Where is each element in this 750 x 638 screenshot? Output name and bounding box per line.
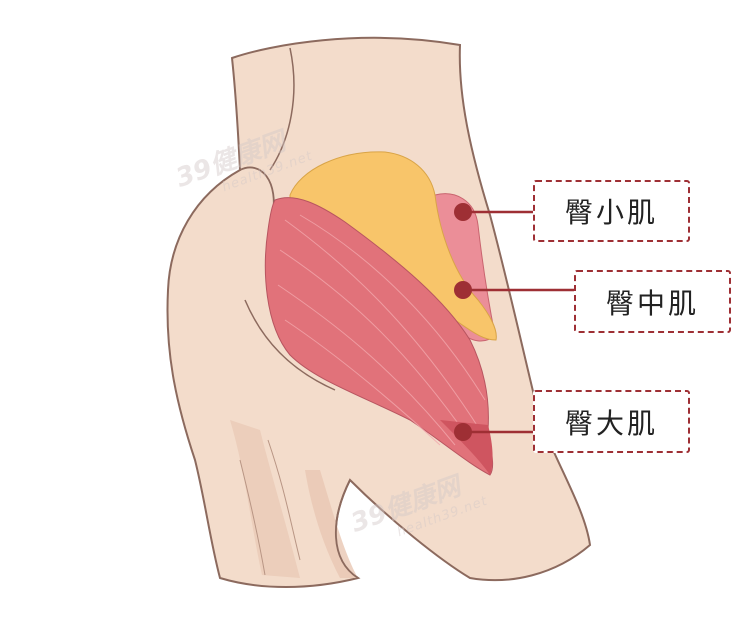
pointer-lines xyxy=(454,203,574,441)
label-gluteus-medius: 臀中肌 xyxy=(574,270,731,333)
thigh-lines xyxy=(239,439,301,576)
gluteus-maximus-fibers xyxy=(277,214,486,446)
gluteus-maximus-muscle xyxy=(264,197,494,476)
gluteus-maximus-tendon xyxy=(440,420,493,475)
label-gluteus-minimus: 臀小肌 xyxy=(533,180,690,242)
leg-split-line xyxy=(334,479,359,579)
label-gluteus-maximus: 臀大肌 xyxy=(533,390,690,453)
buttock-crease-line xyxy=(244,299,336,391)
thigh-shadow xyxy=(230,420,300,578)
back-crease-line xyxy=(269,47,295,171)
pointer-dot-gluteus-maximus xyxy=(454,423,472,441)
muscles xyxy=(264,151,497,476)
pointer-dot-gluteus-medius xyxy=(454,281,472,299)
pointer-dot-gluteus-minimus xyxy=(454,203,472,221)
inner-thigh-shadow xyxy=(305,470,358,578)
